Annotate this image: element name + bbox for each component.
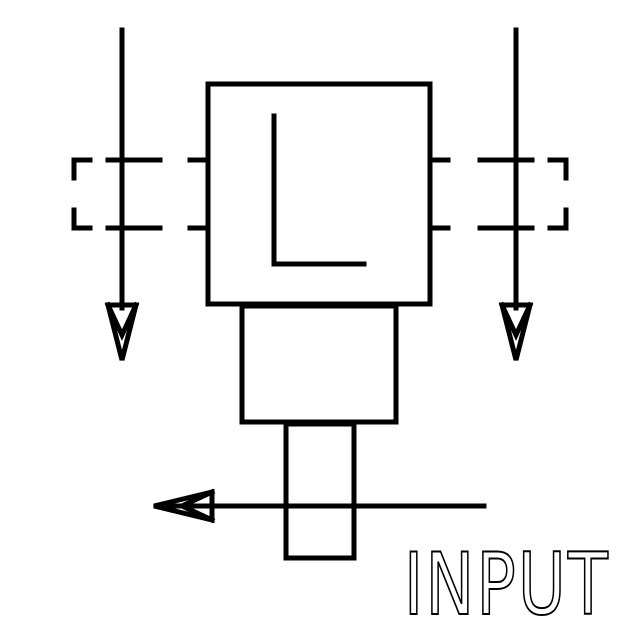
input-arrow (153, 488, 487, 524)
right-output-arrow (498, 27, 534, 361)
gearbox-housing (205, 81, 433, 307)
right-dashed-bracket (429, 157, 569, 231)
left-output-arrow (104, 27, 140, 361)
input-label: INPUT (404, 535, 610, 635)
left-dashed-bracket (71, 157, 209, 231)
input-shaft (283, 421, 357, 561)
box-letter-glyph (271, 113, 367, 267)
box-letter-text: L (320, 199, 321, 201)
gearbox-neck (239, 303, 399, 425)
